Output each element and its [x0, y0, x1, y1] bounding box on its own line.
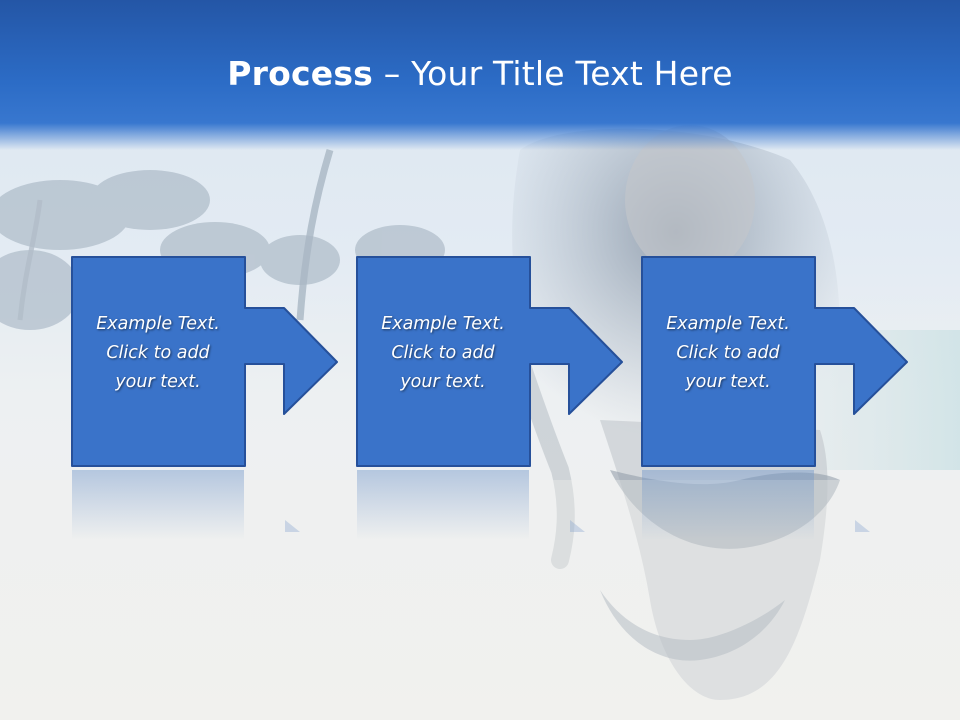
step-reflections — [72, 470, 870, 540]
title-bar — [0, 0, 960, 150]
step-arrow-shape — [356, 256, 623, 467]
step-arrow-shape — [71, 256, 338, 467]
title-rest-part: – Your Title Text Here — [373, 54, 733, 93]
step-text: Example Text. Click to add your text. — [381, 314, 505, 392]
slide-title[interactable]: Process – Your Title Text Here — [0, 52, 960, 96]
step-arrow-shape — [641, 256, 908, 467]
process-step-1[interactable]: Example Text. Click to add your text. — [71, 256, 341, 468]
process-step-2[interactable]: Example Text. Click to add your text. — [356, 256, 626, 468]
title-bold-part: Process — [227, 54, 374, 93]
step-text: Example Text. Click to add your text. — [96, 314, 220, 392]
process-step-3[interactable]: Example Text. Click to add your text. — [641, 256, 911, 468]
step-text: Example Text. Click to add your text. — [666, 314, 790, 392]
